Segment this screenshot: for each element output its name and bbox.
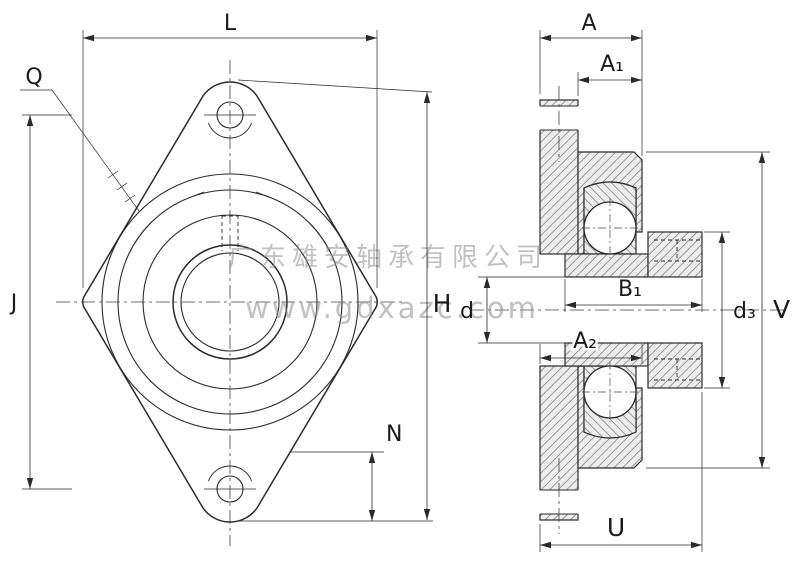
locking-collar-top [647,231,703,278]
dim-label-B1: B₁ [618,277,642,302]
dim-label-Q: Q [25,65,42,90]
side-view-dimensions: A A₁ B₁ A₂ d d₃ V U [460,11,790,552]
dim-label-J: J [9,291,18,316]
dim-label-U: U [607,513,625,542]
dim-label-d: d [460,299,474,324]
extension-line [237,79,433,93]
inner-ring-top [564,253,649,278]
groove-tick-left [190,191,205,198]
leader-tick [124,194,136,203]
dim-label-A: A [581,11,596,36]
flange-outline [82,81,378,523]
dim-label-H: H [433,289,452,318]
side-view [470,86,788,534]
dim-label-d3: d₃ [733,299,756,324]
dim-label-L: L [224,11,237,36]
dim-label-N: N [386,422,402,447]
leader-line-Q [51,89,140,212]
leader-tick [116,182,128,191]
dim-label-A2: A₂ [573,329,597,354]
dim-label-V: V [773,295,790,324]
groove-tick-right [255,191,270,198]
locking-collar-bottom [647,342,703,389]
watermark-company: 广东雄安轴承有限公司 [228,243,548,273]
dim-label-A1: A₁ [600,52,624,77]
watermark-website: www.gdxazc.com [245,291,539,325]
front-view-dimensions: L Q J H N [9,11,452,522]
leader-tick [107,170,119,179]
